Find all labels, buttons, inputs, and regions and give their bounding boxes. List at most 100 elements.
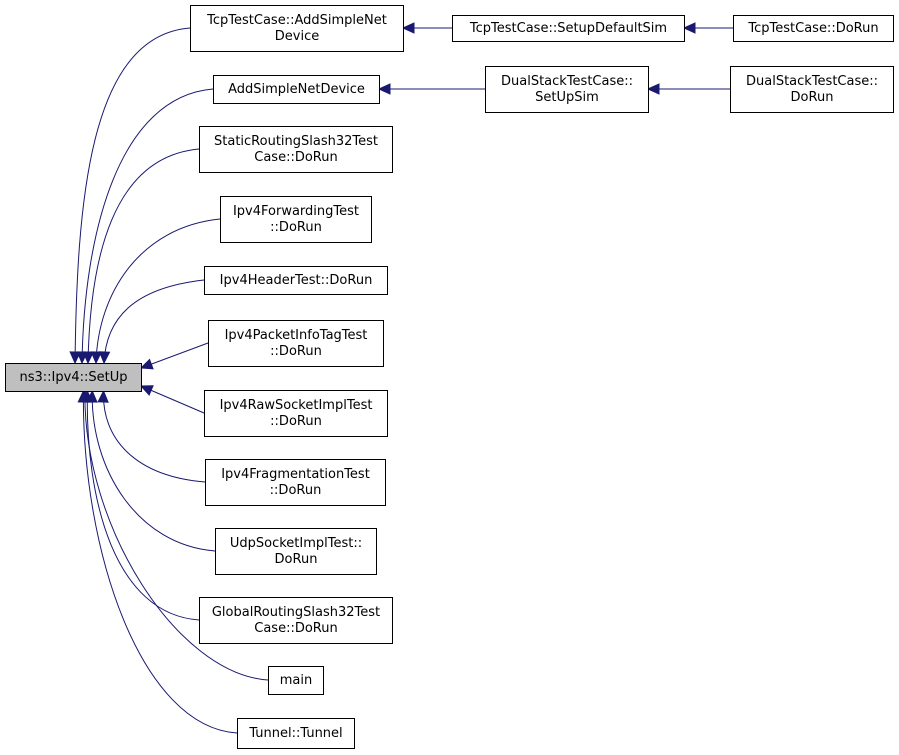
arrowhead-icon [90,351,103,365]
node-box [485,66,649,113]
caller-node[interactable]: TcpTestCase::SetupDefaultSim [452,15,685,42]
root-node[interactable]: ns3::Ipv4::SetUp [5,363,142,392]
caller-node[interactable]: TcpTestCase::AddSimpleNetDevice [190,5,404,52]
arrowhead-icon [139,385,154,396]
node-label: UdpSocketImplTest:: [230,536,362,551]
caller-node[interactable]: Ipv4RawSocketImplTest::DoRun [204,390,388,437]
caller-node[interactable]: Ipv4FragmentationTest::DoRun [205,459,386,506]
node-box [205,459,386,506]
arrowhead-icon [98,351,111,365]
node-label: Case::DoRun [254,150,337,165]
caller-node[interactable]: TcpTestCase::DoRun [733,15,894,42]
node-box [199,126,393,173]
node-box [733,15,894,42]
node-box [190,5,404,52]
node-box [208,320,384,367]
node-box [215,528,377,575]
arrowhead-icon [97,389,109,403]
node-box [5,363,142,392]
node-label: Ipv4PacketInfoTagTest [225,328,368,343]
arrowhead-icon [82,351,94,365]
edge-line [81,88,214,364]
node-label: ns3::Ipv4::SetUp [20,370,128,385]
node-box [204,266,388,295]
arrowhead-icon [401,22,415,34]
call-edge [139,342,209,370]
caller-node[interactable]: Tunnel::Tunnel [237,718,355,749]
node-label: Ipv4RawSocketImplTest [220,398,373,413]
node-box [199,597,393,644]
arrowhead-icon [377,83,391,95]
node-label: Ipv4HeaderTest::DoRun [220,273,373,288]
edge-line [103,279,205,364]
node-label: GlobalRoutingSlash32Test [212,605,380,620]
caller-node[interactable]: UdpSocketImplTest::DoRun [215,528,377,575]
call-edge [77,389,238,734]
caller-node[interactable]: Ipv4ForwardingTest::DoRun [220,196,372,243]
arrowhead-icon [682,22,696,34]
edge-line [86,390,200,621]
call-edge [97,389,206,483]
node-label: DoRun [275,552,318,567]
node-label: ::DoRun [270,483,322,498]
node-box [237,718,355,749]
edge-line [91,390,216,552]
node-label: TcpTestCase::SetupDefaultSim [469,21,667,36]
edge-layer [69,22,733,734]
node-label: DoRun [791,90,834,105]
caller-node[interactable]: DualStackTestCase::SetUpSim [485,66,649,113]
caller-node[interactable]: main [268,666,324,695]
node-label: ::DoRun [270,220,322,235]
node-box [213,75,380,104]
node-label: ::DoRun [270,344,322,359]
arrowhead-icon [646,83,660,95]
edge-line [82,390,238,734]
node-label: main [280,673,312,688]
edge-line [84,390,269,681]
node-box [220,196,372,243]
arrowhead-icon [69,351,81,365]
node-label: DualStackTestCase:: [746,74,878,89]
node-label: SetUpSim [535,90,599,105]
node-box [730,66,894,113]
caller-node[interactable]: Ipv4PacketInfoTagTest::DoRun [208,320,384,367]
call-edge [82,148,200,365]
call-edge [69,27,191,365]
caller-node[interactable]: DualStackTestCase::DoRun [730,66,894,113]
node-label: StaticRoutingSlash32Test [214,134,378,149]
edge-line [87,148,200,364]
edge-line [74,27,191,364]
arrowhead-icon [139,358,154,370]
call-edge [81,389,200,621]
call-edge [90,218,221,365]
edge-line [95,218,221,364]
node-label: TcpTestCase::DoRun [747,21,878,36]
node-label: AddSimpleNetDevice [228,82,365,97]
edge-line [103,390,206,483]
caller-node[interactable]: AddSimpleNetDevice [213,75,380,104]
node-label: Device [275,29,319,44]
call-edge [139,385,205,414]
node-label: Ipv4FragmentationTest [221,467,370,482]
node-box [452,15,685,42]
call-edge [682,22,733,34]
node-box [268,666,324,695]
caller-node[interactable]: Ipv4HeaderTest::DoRun [204,266,388,295]
call-edge [646,83,730,95]
node-label: Tunnel::Tunnel [248,726,342,741]
node-label: ::DoRun [270,414,322,429]
call-edge [98,279,205,365]
node-label: DualStackTestCase:: [501,74,633,89]
node-label: TcpTestCase::AddSimpleNet [206,13,387,28]
call-edge [401,22,452,34]
call-edge [377,83,485,95]
node-label: Case::DoRun [254,621,337,636]
node-box [204,390,388,437]
node-label: Ipv4ForwardingTest [233,204,359,219]
node-layer: ns3::Ipv4::SetUp TcpTestCase::AddSimpleNe… [5,5,894,749]
arrowhead-icon [77,389,90,403]
edge-line [140,342,209,369]
